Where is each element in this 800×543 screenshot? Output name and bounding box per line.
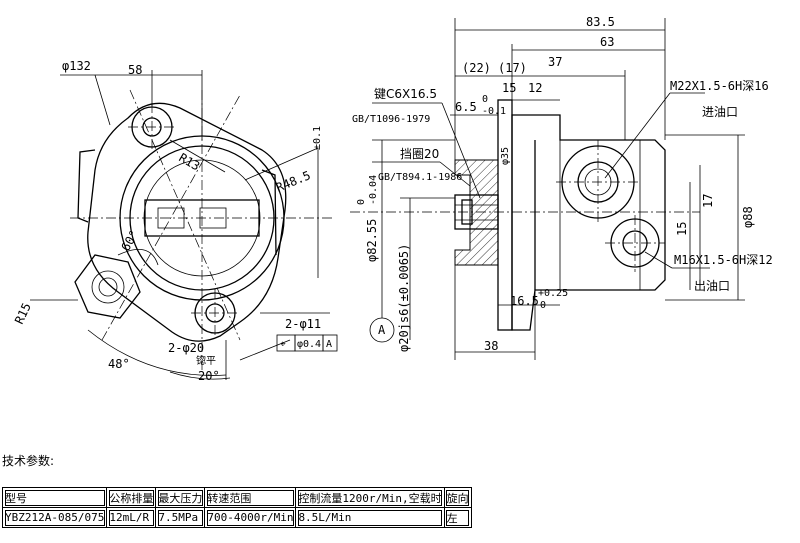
value-model: YBZ212A-085/075	[1, 507, 108, 528]
dim-phi-35: φ35	[500, 147, 511, 165]
dim-20-deg: 20°	[198, 369, 220, 383]
dim-phi-82-55-upper: 0	[356, 199, 367, 205]
dim-phi-82-55: φ82.55	[365, 219, 379, 262]
dim-6-5: 6.5	[455, 100, 477, 114]
key-spec: 键C6X16.5	[374, 87, 437, 101]
header-displacement: 公称排量	[106, 487, 157, 508]
tolerance-frame: ⌖ φ0.4 A	[276, 334, 338, 352]
dim-r48-5-tol: ±0.1	[312, 126, 323, 150]
dim-r48-5: R48.5	[274, 168, 313, 195]
dim-22: (22)	[462, 61, 491, 75]
header-model: 型号	[1, 487, 108, 508]
dim-r13: R13	[177, 150, 203, 173]
dim-r15: R15	[12, 301, 34, 327]
value-rotation: 左	[443, 507, 472, 528]
value-displacement: 12mL/R	[106, 507, 157, 528]
header-max-pressure: 最大压力	[155, 487, 206, 508]
dim-15: 15	[502, 81, 516, 95]
header-speed-range: 转速范围	[204, 487, 297, 508]
dim-12: 12	[528, 81, 542, 95]
dim-6-5-lower: -0.1	[482, 106, 506, 117]
dim-38: 38	[484, 339, 498, 353]
technical-drawing: φ132 58 R13 R48.5 ±0.1 60° R15 2-φ11 ⌖ φ…	[12, 15, 773, 383]
port-in-label: 进油口	[702, 105, 738, 119]
dim-phi-82-55-lower: -0.04	[368, 175, 379, 205]
dim-83-5: 83.5	[586, 15, 615, 29]
dim-16-5-upper: +0.25	[538, 288, 568, 299]
value-speed-range: 700-4000r/Min	[204, 507, 297, 528]
dim-17-vertical: 17	[701, 194, 715, 208]
dim-2-phi-20-sub: 锪平	[196, 354, 216, 367]
dim-15-vertical: 15	[675, 222, 689, 236]
specs-title: 技术参数:	[2, 454, 55, 468]
ring-standard: GB/T894.1-1986	[378, 172, 462, 183]
port-out-thread: M16X1.5-6H深12	[674, 253, 773, 267]
key-standard: GB/T1096-1979	[352, 114, 430, 125]
header-control-flow: 控制流量1200r/Min,空载时	[295, 487, 445, 508]
dim-16-5-lower: 0	[540, 300, 546, 311]
value-control-flow: 8.5L/Min	[295, 507, 445, 528]
tol-datum: A	[326, 339, 332, 350]
datum-a: A	[378, 323, 386, 337]
dim-48-deg: 48°	[108, 357, 130, 371]
side-view: 83.5 63 (22) (17) 37 15 12 键C6X16.5 GB/T…	[350, 15, 773, 360]
ring-spec: 挡圈20	[400, 147, 439, 161]
dim-58: 58	[128, 63, 142, 77]
tol-position-symbol: ⌖	[280, 339, 286, 350]
dim-37: 37	[548, 55, 562, 69]
spec-value-row: YBZ212A-085/075 12mL/R 7.5MPa 700-4000r/…	[1, 507, 472, 528]
spec-header-row: 型号 公称排量 最大压力 转速范围 控制流量1200r/Min,空载时 旋向	[1, 487, 472, 508]
port-in-thread: M22X1.5-6H深16	[670, 79, 769, 93]
tol-value: φ0.4	[297, 339, 321, 350]
header-rotation: 旋向	[443, 487, 472, 508]
front-view: φ132 58 R13 R48.5 ±0.1 60° R15 2-φ11 ⌖ φ…	[12, 59, 338, 383]
dim-6-5-upper: 0	[482, 94, 488, 105]
spec-table: 型号 公称排量 最大压力 转速范围 控制流量1200r/Min,空载时 旋向 Y…	[1, 487, 472, 528]
port-out-label: 出油口	[694, 279, 730, 293]
dim-phi-88: φ88	[741, 206, 755, 228]
dim-2-phi-11: 2-φ11	[285, 317, 321, 331]
value-max-pressure: 7.5MPa	[155, 507, 206, 528]
dim-phi-20js6: φ20js6(±0.0065)	[397, 244, 411, 352]
dim-phi-132: φ132	[62, 59, 91, 73]
dim-16-5: 16.5	[510, 294, 539, 308]
dim-2-phi-20: 2-φ20	[168, 341, 204, 355]
dim-17: (17)	[498, 61, 527, 75]
dim-63: 63	[600, 35, 614, 49]
